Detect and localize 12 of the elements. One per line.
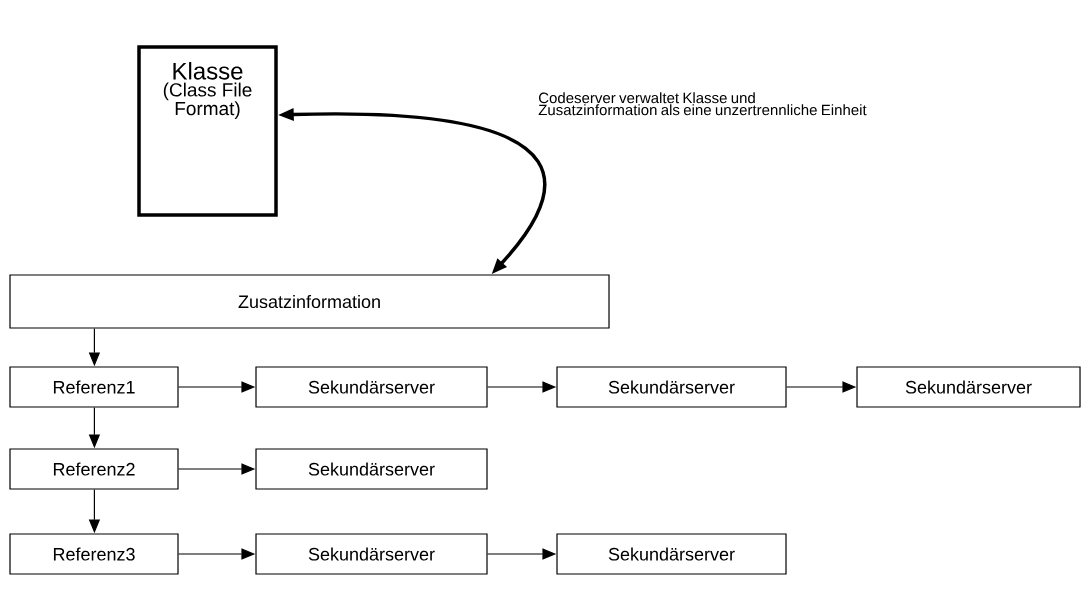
process-box: Referenz1 (9, 366, 179, 408)
process-box: Zusatzinformation (9, 274, 610, 329)
annotation-text: Codeserver verwaltet Klasse und Zusatzinformation als eine unzertrennliche Einheit (538, 92, 867, 116)
class-box: Klasse (Class File Format) (137, 45, 278, 217)
process-box: Sekundärserver (556, 533, 787, 575)
process-box: Sekundärserver (856, 366, 1081, 408)
process-box: Referenz3 (9, 533, 179, 575)
process-box: Referenz2 (9, 448, 179, 490)
process-box: Sekundärserver (556, 366, 787, 408)
process-box: Sekundärserver (255, 533, 488, 575)
process-box: Sekundärserver (255, 448, 488, 490)
process-box: Sekundärserver (255, 366, 488, 408)
